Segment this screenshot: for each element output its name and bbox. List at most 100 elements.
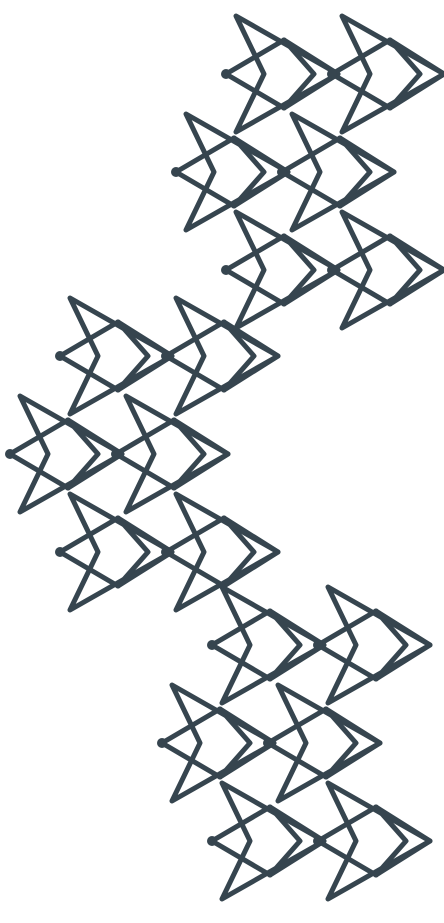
arrow-tail-dot [207, 836, 217, 846]
arrow-chevron-icon [207, 584, 327, 706]
arrow-tail-dot [5, 449, 15, 459]
arrow-stroke [281, 37, 341, 111]
arrow-stroke [173, 135, 237, 209]
arrow-chevron-icon [207, 780, 327, 902]
arrow-tail-dot [327, 69, 337, 79]
arrow-tail-dot [55, 351, 65, 361]
arrow-chevron-icon [157, 682, 277, 804]
arrow-stroke [163, 515, 227, 589]
arrow-stroke [373, 804, 409, 878]
arrow-stroke [57, 515, 121, 589]
arrow-stroke [267, 804, 303, 878]
arrow-stroke [281, 37, 317, 111]
arrow-stroke [281, 233, 317, 307]
arrow-stroke [315, 804, 379, 878]
arrow-chevron-icon [327, 209, 444, 331]
arrow-chevron-icon [5, 393, 125, 515]
arrow-stroke [231, 135, 291, 209]
arrow-stroke [163, 319, 227, 393]
arrow-stroke [217, 706, 253, 780]
arrow-stroke [113, 417, 177, 491]
arrow-stroke [267, 608, 327, 682]
arrow-stroke [329, 37, 393, 111]
arrow-stroke [267, 804, 327, 878]
arrow-stroke [65, 417, 125, 491]
arrow-stroke [281, 233, 341, 307]
arrow-stroke [223, 37, 287, 111]
arrow-stroke [373, 804, 433, 878]
arrow-chevron-icon [313, 780, 433, 902]
arrow-tail-dot [327, 265, 337, 275]
arrow-chevron-icon [161, 491, 281, 613]
arrow-stroke [339, 13, 444, 135]
arrow-stroke [223, 233, 287, 307]
arrow-stroke [339, 209, 444, 331]
arrow-tail-dot [111, 449, 121, 459]
arrow-stroke [115, 515, 175, 589]
arrow-stroke [219, 780, 327, 902]
arrow-stroke [115, 319, 175, 393]
arrow-stroke [115, 515, 151, 589]
arrow-stroke [323, 706, 383, 780]
arrow-chevron-icon [327, 13, 444, 135]
arrow-stroke [387, 37, 444, 111]
arrow-stroke [373, 608, 433, 682]
arrow-chevron-icon [221, 13, 341, 135]
arrow-stroke [231, 135, 267, 209]
arrow-stroke [387, 37, 423, 111]
arrow-stroke [315, 608, 379, 682]
arrow-stroke [233, 209, 341, 331]
arrow-tail-dot [277, 167, 287, 177]
arrow-stroke [233, 13, 341, 135]
arrow-chevron-icon [161, 295, 281, 417]
arrow-stroke [65, 417, 101, 491]
arrow-stroke [323, 706, 359, 780]
arrow-stroke [221, 515, 281, 589]
arrow-tail-dot [207, 640, 217, 650]
arrow-tail-dot [221, 265, 231, 275]
arrow-stroke [67, 491, 175, 613]
arrow-stroke [265, 706, 329, 780]
arrow-stroke [209, 608, 273, 682]
arrow-cluster-top [171, 13, 444, 331]
arrow-chevron-icon [221, 209, 341, 331]
arrow-stroke [337, 135, 373, 209]
arrow-chevron-icon [313, 584, 433, 706]
arrow-stroke [267, 608, 303, 682]
arrow-stroke [217, 706, 277, 780]
arrow-stroke [373, 608, 409, 682]
arrow-stroke [67, 295, 175, 417]
arrow-stroke [209, 804, 273, 878]
arrow-stroke [57, 319, 121, 393]
arrow-chevron-icon [171, 111, 291, 233]
arrow-tail-dot [55, 547, 65, 557]
arrow-stroke [7, 417, 71, 491]
arrow-chevron-icon [55, 295, 175, 417]
arrow-cluster-bottom [157, 584, 433, 902]
arrow-stroke [221, 319, 281, 393]
arrow-chevron-icon [277, 111, 397, 233]
arrow-stroke [219, 584, 327, 706]
arrow-stroke [325, 780, 433, 902]
arrow-tail-dot [157, 738, 167, 748]
arrow-tail-dot [313, 836, 323, 846]
arrow-stroke [329, 233, 393, 307]
arrow-stroke [387, 233, 444, 307]
arrow-cluster-middle [5, 295, 281, 613]
arrow-tail-dot [313, 640, 323, 650]
arrow-chevron-icon [111, 393, 231, 515]
arrow-tail-dot [263, 738, 273, 748]
arrow-stroke [171, 417, 207, 491]
arrow-stroke [337, 135, 397, 209]
arrow-chevron-icon [55, 491, 175, 613]
arrow-chevron-icon [263, 682, 383, 804]
arrow-stroke [171, 417, 231, 491]
arrow-stroke [221, 515, 257, 589]
arrow-stroke [221, 319, 257, 393]
arrow-stroke [279, 135, 343, 209]
arrow-tail-dot [161, 351, 171, 361]
arrow-stroke [387, 233, 423, 307]
arrow-stroke [115, 319, 151, 393]
arrow-stroke [325, 584, 433, 706]
